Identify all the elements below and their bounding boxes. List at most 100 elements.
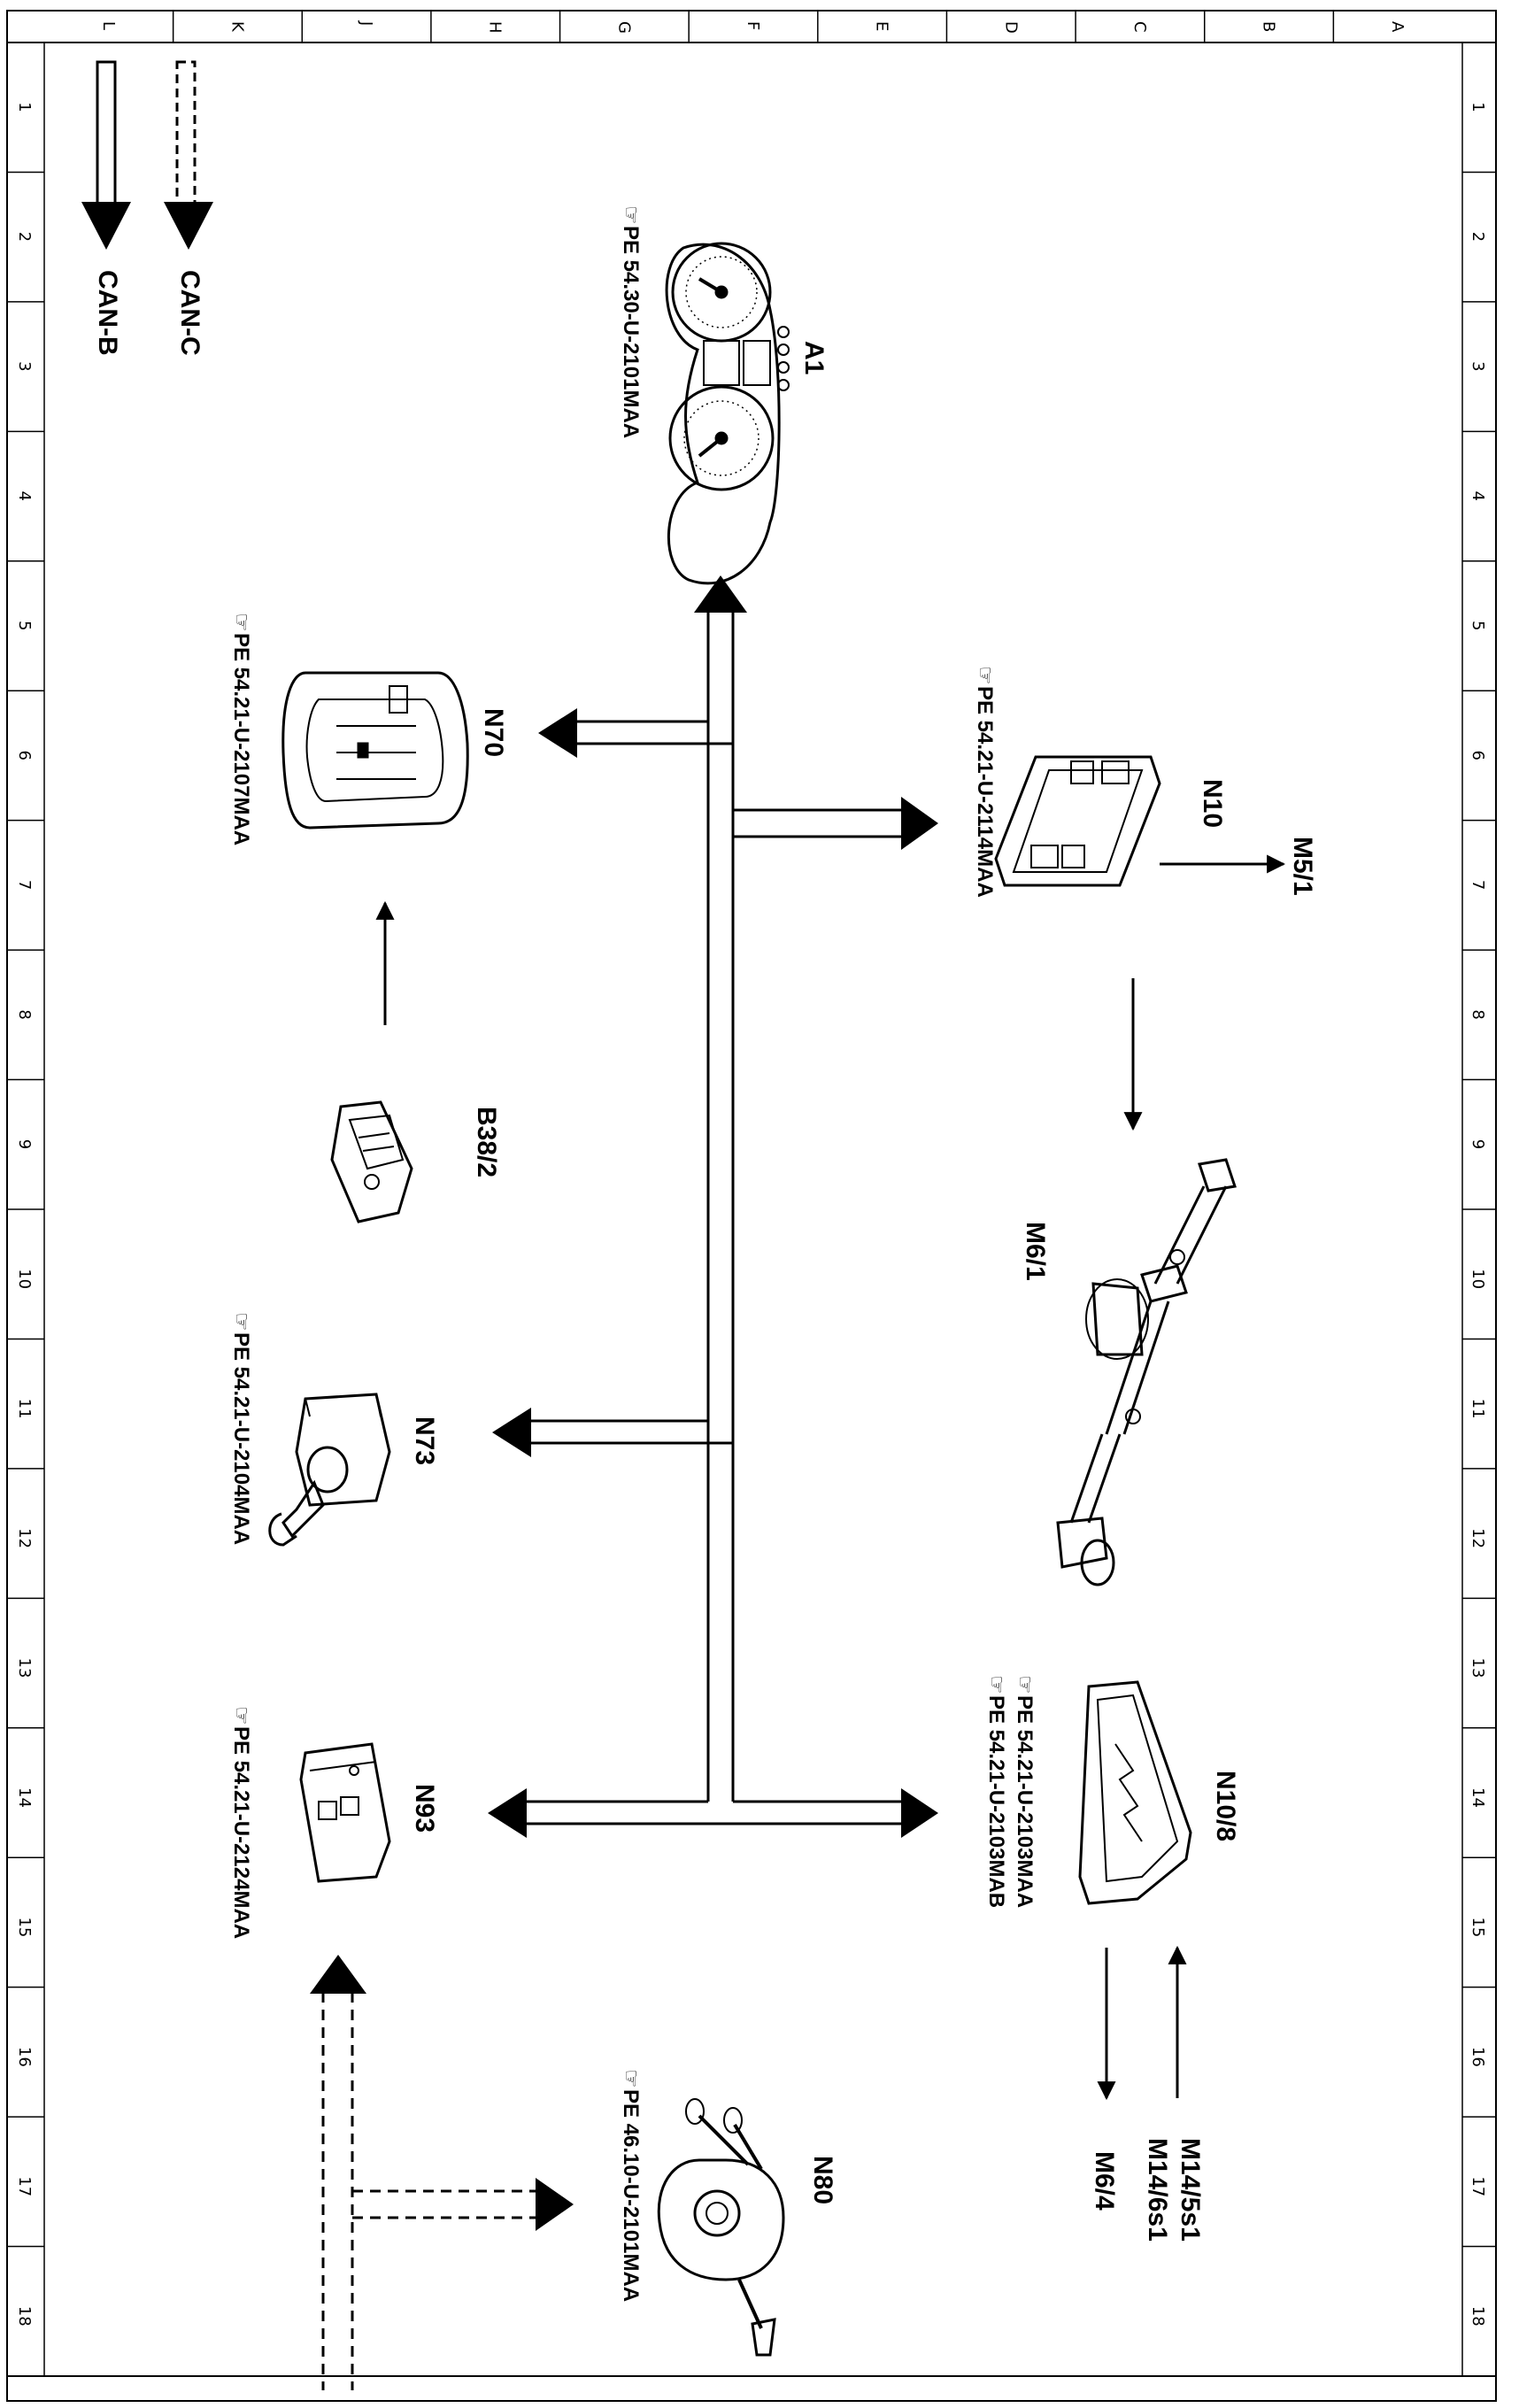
grid-row-number-right: 7 [1469, 880, 1487, 890]
arrow-to-n10 [901, 797, 938, 850]
m14-6s1-label: M14/6s1 [1143, 2138, 1172, 2242]
grid-row-number-right: 3 [1469, 361, 1487, 371]
grid-row-number-left: 6 [15, 750, 34, 760]
can-c-label: CAN-C [175, 270, 204, 356]
n10-8-ref-2: PE 54.21-U-2103MAB [984, 1695, 1008, 1908]
can-b-legend-arrow [81, 60, 131, 250]
n70-ref: PE 54.21-U-2107MAA [229, 633, 253, 845]
grid-row-number-right: 16 [1469, 2047, 1487, 2067]
grid-row-number-right: 2 [1469, 232, 1487, 242]
n93-ref-icon: ☞ [229, 1706, 253, 1725]
n10-ref: PE 54.21-U-2114MAA [973, 686, 997, 898]
legend: CAN-B CAN-C [81, 60, 213, 356]
component-labels: A1 PE 54.30-U-2101MAA ☞ N70 PE 54.21-U-2… [229, 205, 1317, 2302]
n93-ref: PE 54.21-U-2124MAA [229, 1726, 253, 1939]
grid-row-number-left: 1 [15, 102, 34, 112]
grid-row-number-right: 14 [1469, 1787, 1487, 1808]
grid-row-number-left: 11 [15, 1399, 34, 1419]
can-c-legend-arrow [164, 60, 213, 250]
n73-ignition-switch-icon [268, 1393, 391, 1547]
grid-row-number-right: 15 [1469, 1917, 1487, 1937]
b38-2-rain-light-sensor-icon [330, 1100, 413, 1223]
b38-2-label: B38/2 [472, 1107, 501, 1177]
n80-ref: PE 46.10-U-2101MAA [619, 2089, 643, 2302]
n10-8-ref-1-icon: ☞ [1013, 1675, 1037, 1694]
grid-row-number-right: 9 [1469, 1139, 1487, 1149]
n10-8-ref-2-icon: ☞ [984, 1675, 1008, 1694]
grid-column-letter: G [614, 21, 633, 34]
n10-label: N10 [1198, 779, 1227, 828]
n10-sam-module-icon [994, 755, 1161, 887]
grid-column-letter: K [227, 21, 246, 33]
grid-column-letter: F [744, 21, 762, 30]
n10-8-ref-1: PE 54.21-U-2103MAA [1013, 1695, 1037, 1908]
grid-row-number-right: 12 [1469, 1528, 1487, 1548]
can-c-bus [321, 1992, 536, 2390]
m5-1-label: M5/1 [1288, 837, 1317, 896]
n70-ref-icon: ☞ [229, 613, 253, 632]
grid-row-number-left: 15 [15, 1917, 34, 1937]
n10-ref-icon: ☞ [973, 666, 997, 685]
a1-instrument-cluster-icon [665, 242, 790, 585]
arrow-to-a1 [694, 575, 747, 613]
m14-5s1-label: M14/5s1 [1176, 2138, 1205, 2242]
n10-8-rear-sam-icon [1078, 1680, 1192, 1905]
can-b-bus [706, 611, 735, 1802]
m6-4-label: M6/4 [1090, 2151, 1119, 2211]
grid-row-number-left: 9 [15, 1139, 34, 1149]
n80-ref-icon: ☞ [619, 2069, 643, 2088]
a1-ref-icon: ☞ [619, 205, 643, 225]
n10-8-label: N10/8 [1211, 1771, 1240, 1841]
n73-ref-icon: ☞ [229, 1312, 253, 1331]
arrow-to-n10-8 [901, 1788, 938, 1838]
grid-row-number-left: 18 [15, 2306, 34, 2327]
grid-row-number-right: 17 [1469, 2176, 1487, 2196]
grid-row-number-left: 5 [15, 621, 34, 630]
grid-row-number-left: 14 [15, 1787, 34, 1808]
arrow-can-c-to-n93 [310, 1955, 366, 1994]
grid-row-number-left: 16 [15, 2047, 34, 2067]
arrow-to-n93 [488, 1788, 527, 1838]
arrow-can-c-to-n80 [536, 2178, 574, 2231]
grid-row-number-right: 18 [1469, 2306, 1487, 2327]
grid-row-number-right: 4 [1469, 491, 1487, 501]
n80-label: N80 [808, 2156, 837, 2204]
n93-label: N93 [410, 1784, 439, 1833]
can-b-label: CAN-B [93, 270, 122, 356]
m6-1-label: M6/1 [1021, 1222, 1050, 1281]
n70-overhead-control-panel-icon [281, 671, 469, 830]
grid-column-letter: L [99, 21, 118, 30]
can-b-arrowheads [488, 575, 938, 1838]
grid-column-letter: H [486, 21, 505, 34]
grid-row-number-left: 10 [15, 1269, 34, 1289]
grid-row-number-left: 3 [15, 361, 34, 371]
grid-row-number-right: 10 [1469, 1269, 1487, 1289]
grid-row-number-right: 8 [1469, 1009, 1487, 1019]
grid-column-letter: A [1388, 21, 1407, 33]
grid-row-number-left: 13 [15, 1658, 34, 1679]
grid-row-number-left: 8 [15, 1009, 34, 1019]
n93-central-gateway-icon [299, 1742, 391, 1883]
grid-row-number-left: 7 [15, 880, 34, 890]
grid-row-number-right: 1 [1469, 102, 1487, 112]
grid-column-letter: C [1130, 21, 1149, 33]
grid-row-number-right: 6 [1469, 750, 1487, 760]
grid-row-number-right: 5 [1469, 621, 1487, 630]
can-c-arrowheads [310, 1955, 574, 2231]
signal-lines [375, 854, 1286, 2101]
can-b-branches [527, 720, 901, 1825]
grid-row-number-right: 13 [1469, 1658, 1487, 1679]
grid-column-letter: D [1001, 21, 1020, 34]
grid-row-number-right: 11 [1469, 1399, 1487, 1419]
sheet-frame [6, 10, 1497, 2402]
grid-row-number-left: 12 [15, 1528, 34, 1548]
grid-row-number-left: 4 [15, 491, 34, 501]
arrow-to-n70 [538, 708, 577, 758]
grid-column-letter: B [1260, 21, 1278, 32]
grid-column-letter: E [873, 21, 891, 31]
a1-label: A1 [799, 341, 829, 374]
n73-ref: PE 54.21-U-2104MAA [229, 1332, 253, 1545]
